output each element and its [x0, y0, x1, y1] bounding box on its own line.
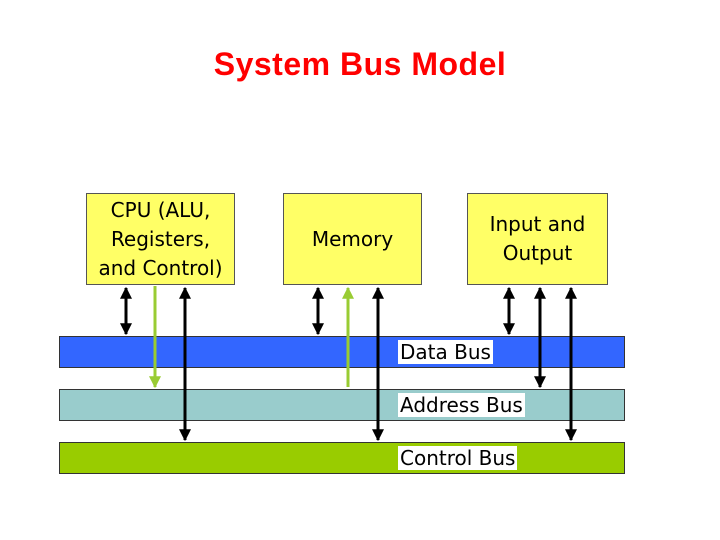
memory-box: Memory: [283, 193, 422, 285]
data-bus-label: Data Bus: [398, 340, 493, 364]
control-bus-label: Control Bus: [398, 446, 518, 470]
address-bus: [59, 389, 625, 421]
address-bus-label: Address Bus: [398, 393, 525, 417]
page-title: System Bus Model: [213, 46, 507, 82]
control-bus: [59, 442, 625, 474]
data-bus: [59, 336, 625, 368]
input-output-box: Input and Output: [467, 193, 608, 285]
cpu-box: CPU (ALU, Registers, and Control): [86, 193, 235, 285]
